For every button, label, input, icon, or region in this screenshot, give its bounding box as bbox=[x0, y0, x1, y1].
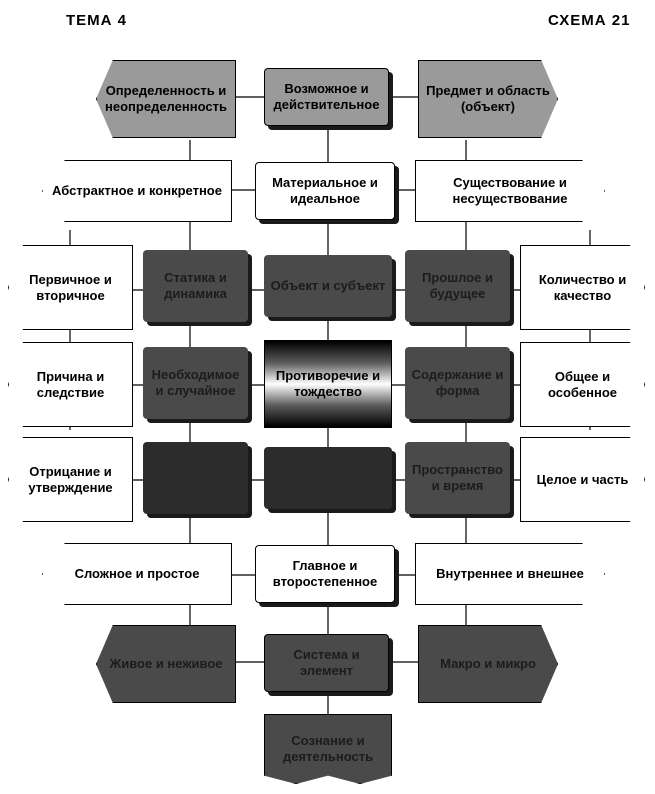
node-abstract-concrete: Абстрактное и конкретное bbox=[42, 160, 232, 222]
node-consciousness-activity: Сознание и деятельность bbox=[264, 714, 392, 784]
node-primary-secondary: Первичное и вторичное bbox=[8, 245, 133, 330]
node-dark-left-row5 bbox=[143, 442, 248, 514]
scheme-label: СХЕМА 21 bbox=[548, 12, 631, 29]
node-whole-part: Целое и часть bbox=[520, 437, 645, 522]
node-living-nonliving: Живое и неживое bbox=[96, 625, 236, 703]
node-past-future: Прошлое и будущее bbox=[405, 250, 510, 322]
node-definiteness: Определенность и неопределенность bbox=[96, 60, 236, 138]
node-contradiction-identity: Противоречие и тождество bbox=[264, 340, 392, 428]
node-subject-area: Предмет и область (объект) bbox=[418, 60, 558, 138]
node-general-particular: Общее и особенное bbox=[520, 342, 645, 427]
node-statics-dynamics: Статика и динамика bbox=[143, 250, 248, 322]
node-possible-actual: Возможное и действительное bbox=[264, 68, 389, 126]
node-content-form: Содержание и форма bbox=[405, 347, 510, 419]
node-existence: Существование и несуществование bbox=[415, 160, 605, 222]
node-space-time: Пространство и время bbox=[405, 442, 510, 514]
node-complex-simple: Сложное и простое bbox=[42, 543, 232, 605]
node-internal-external: Внутреннее и внешнее bbox=[415, 543, 605, 605]
node-system-element: Система и элемент bbox=[264, 634, 389, 692]
node-cause-effect: Причина и следствие bbox=[8, 342, 133, 427]
node-necessity-chance: Необходимое и случайное bbox=[143, 347, 248, 419]
node-macro-micro: Макро и микро bbox=[418, 625, 558, 703]
node-object-subject: Объект и субъект bbox=[264, 255, 392, 317]
node-quantity-quality: Количество и качество bbox=[520, 245, 645, 330]
node-dark-center-row5 bbox=[264, 447, 392, 509]
node-negation-affirmation: Отрицание и утверждение bbox=[8, 437, 133, 522]
node-material-ideal: Материальное и идеальное bbox=[255, 162, 395, 220]
node-main-secondary: Главное и второстепенное bbox=[255, 545, 395, 603]
topic-label: ТЕМА 4 bbox=[66, 12, 128, 29]
